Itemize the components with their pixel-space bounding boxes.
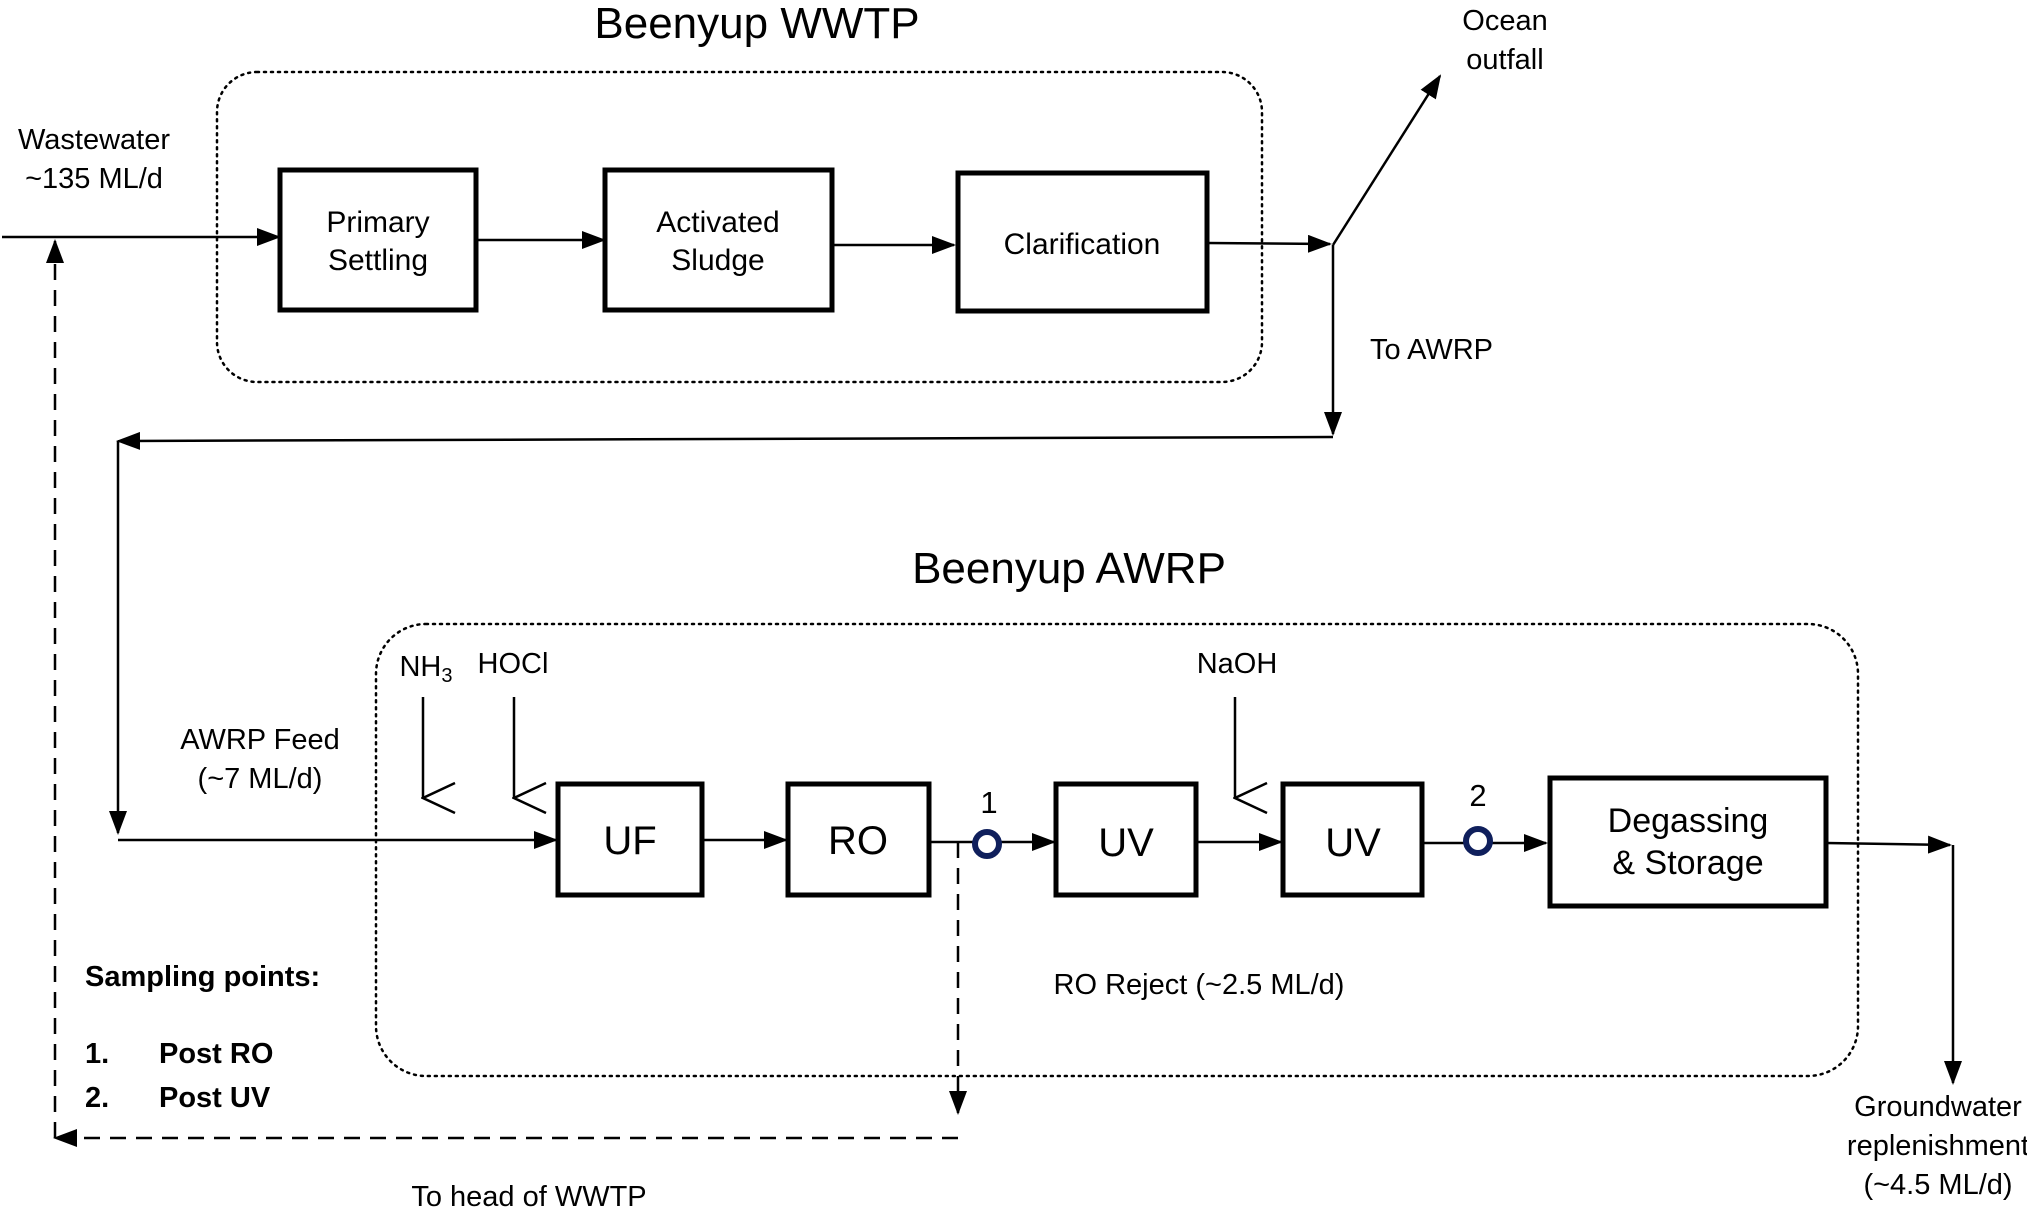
flow-to-groundwater	[1825, 835, 1952, 854]
degassing-storage-box	[1547, 775, 1829, 909]
flow-awrp-transfer-line	[116, 431, 1334, 450]
flow-clarification-to-split	[1206, 234, 1332, 253]
to-head-of-wwtp-label: To head of WWTP	[411, 1181, 646, 1209]
naoh-label: NaOH	[1197, 648, 1278, 680]
uv-label-1: UV	[1098, 821, 1154, 865]
uv-box-2	[1280, 781, 1425, 898]
flow-to-ocean-outfall	[1331, 74, 1442, 246]
groundwater-label-2: replenishment	[1847, 1130, 2027, 1162]
clarification-box	[955, 170, 1210, 314]
uv-label-2: UV	[1325, 821, 1381, 865]
uf-box	[555, 781, 705, 898]
wastewater-label-2: ~135 ML/d	[25, 163, 163, 195]
primary-settling-label-2: Settling	[328, 244, 428, 277]
awrp-feed-label-1: AWRP Feed	[180, 724, 340, 756]
sampling-point-1-number: 1	[980, 785, 997, 820]
to-awrp-label: To AWRP	[1370, 334, 1493, 366]
wwtp-group-outline	[215, 70, 1264, 384]
groundwater-label-3: (~4.5 ML/d)	[1863, 1169, 2012, 1201]
wastewater-label-1: Wastewater	[18, 124, 170, 156]
awrp-group-outline	[374, 622, 1860, 1078]
degassing-storage-label-2: & Storage	[1612, 844, 1763, 882]
primary-settling-box	[277, 167, 479, 313]
sampling-point-1-marker	[972, 829, 1002, 859]
sampling-item-1-number: 1.	[85, 1038, 109, 1070]
activated-sludge-label-1: Activated	[656, 206, 779, 239]
nh3-label: NH3	[399, 651, 452, 687]
ocean-outfall-label-2: outfall	[1466, 44, 1543, 76]
sampling-item-1-label: Post RO	[159, 1038, 273, 1070]
wwtp-title: Beenyup WWTP	[594, 0, 919, 48]
hocl-label: HOCl	[478, 648, 549, 680]
sampling-point-2-marker	[1463, 826, 1493, 856]
groundwater-label-1: Groundwater	[1854, 1091, 2022, 1123]
ro-box	[785, 781, 932, 898]
ro-label: RO	[828, 819, 888, 863]
sampling-points-heading: Sampling points:	[85, 961, 320, 993]
nh3-label-base: NH	[399, 651, 441, 683]
uv-box-1	[1053, 781, 1199, 898]
awrp-feed-label-2: (~7 ML/d)	[198, 763, 323, 795]
clarification-label: Clarification	[1004, 228, 1161, 261]
sampling-item-2-number: 2.	[85, 1082, 109, 1114]
sampling-item-2-label: Post UV	[159, 1082, 271, 1114]
degassing-storage-label-1: Degassing	[1608, 802, 1769, 840]
ocean-outfall-label-1: Ocean	[1462, 5, 1547, 37]
primary-settling-label-1: Primary	[326, 206, 429, 239]
sampling-point-2-number: 2	[1469, 778, 1486, 813]
awrp-title: Beenyup AWRP	[912, 544, 1226, 593]
ro-reject-label: RO Reject (~2.5 ML/d)	[1054, 969, 1345, 1001]
uf-label: UF	[603, 819, 656, 863]
activated-sludge-label-2: Sludge	[671, 244, 764, 277]
activated-sludge-box	[602, 167, 835, 313]
nh3-label-subscript: 3	[441, 665, 452, 687]
